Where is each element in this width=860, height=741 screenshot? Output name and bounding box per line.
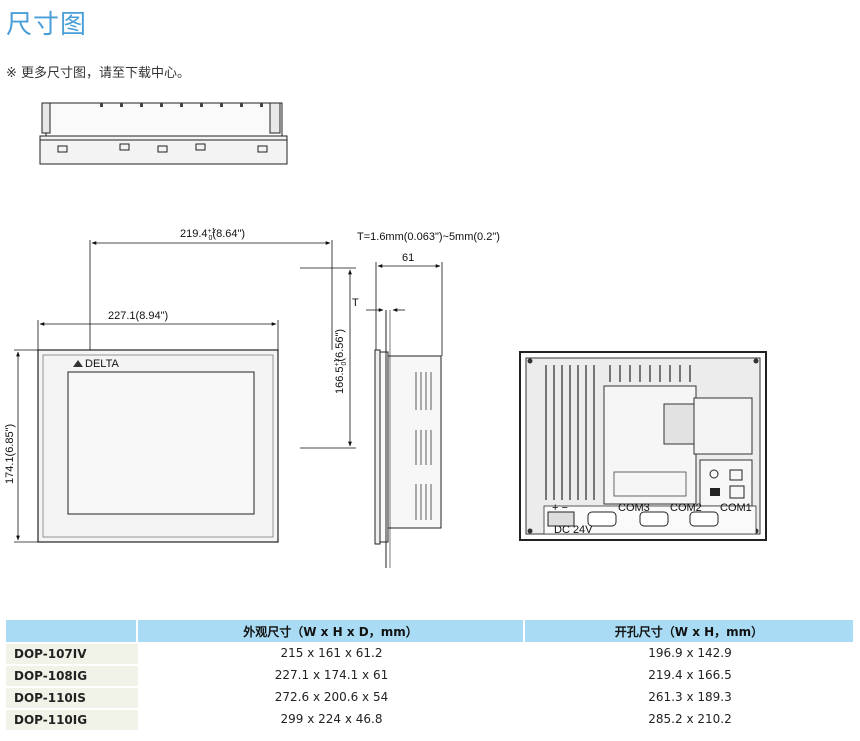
cutout-size-cell: 219.4 x 166.5 — [525, 664, 855, 686]
table-header-cutout: 开孔尺寸（W x H，mm） — [525, 620, 855, 642]
height-cutout-label: 166.5+10(6.56") — [334, 329, 348, 394]
table-row: DOP-110IG 299 x 224 x 46.8 285.2 x 210.2 — [6, 708, 855, 730]
cutout-size-cell: 196.9 x 142.9 — [525, 642, 855, 664]
thickness-label: T=1.6mm(0.063")~5mm(0.2") — [357, 231, 500, 243]
com3-label: COM3 — [618, 502, 650, 514]
cutout-size-cell: 285.2 x 210.2 — [525, 708, 855, 730]
table-row: DOP-110IS 272.6 x 200.6 x 54 261.3 x 189… — [6, 686, 855, 708]
outer-size-cell: 227.1 x 174.1 x 61 — [138, 664, 525, 686]
depth-label: 61 — [402, 252, 414, 264]
cutout-size-cell: 261.3 x 189.3 — [525, 686, 855, 708]
table-row: DOP-107IV 215 x 161 x 61.2 196.9 x 142.9 — [6, 642, 855, 664]
outer-size-cell: 272.6 x 200.6 x 54 — [138, 686, 525, 708]
model-cell: DOP-110IS — [6, 686, 138, 708]
spec-table: 外观尺寸（W x H x D，mm） 开孔尺寸（W x H，mm） DOP-10… — [6, 620, 855, 730]
outer-size-cell: 299 x 224 x 46.8 — [138, 708, 525, 730]
front-view — [37, 349, 279, 543]
outer-size-cell: 215 x 161 x 61.2 — [138, 642, 525, 664]
com2-label: COM2 — [670, 502, 702, 514]
power-label: DC 24V — [554, 524, 593, 536]
page-title: 尺寸图 — [6, 10, 88, 40]
brand-logo: DELTA — [85, 358, 119, 370]
polarity-label: + − — [552, 502, 568, 514]
model-cell: DOP-107IV — [6, 642, 138, 664]
com1-label: COM1 — [720, 502, 752, 514]
table-header-row: 外观尺寸（W x H x D，mm） 开孔尺寸（W x H，mm） — [6, 620, 855, 642]
table-row: DOP-108IG 227.1 x 174.1 x 61 219.4 x 166… — [6, 664, 855, 686]
model-cell: DOP-110IG — [6, 708, 138, 730]
rear-view — [519, 351, 767, 541]
download-note: ※ 更多尺寸图，请至下载中心。 — [6, 66, 191, 81]
table-header-model — [6, 620, 138, 642]
model-cell: DOP-108IG — [6, 664, 138, 686]
height-outer-label: 174.1(6.85") — [4, 424, 16, 484]
side-view — [374, 310, 442, 568]
t-label: T — [352, 297, 359, 309]
top-view — [39, 102, 288, 165]
table-header-outer: 外观尺寸（W x H x D，mm） — [138, 620, 525, 642]
width-outer-label: 227.1(8.94") — [108, 310, 168, 322]
